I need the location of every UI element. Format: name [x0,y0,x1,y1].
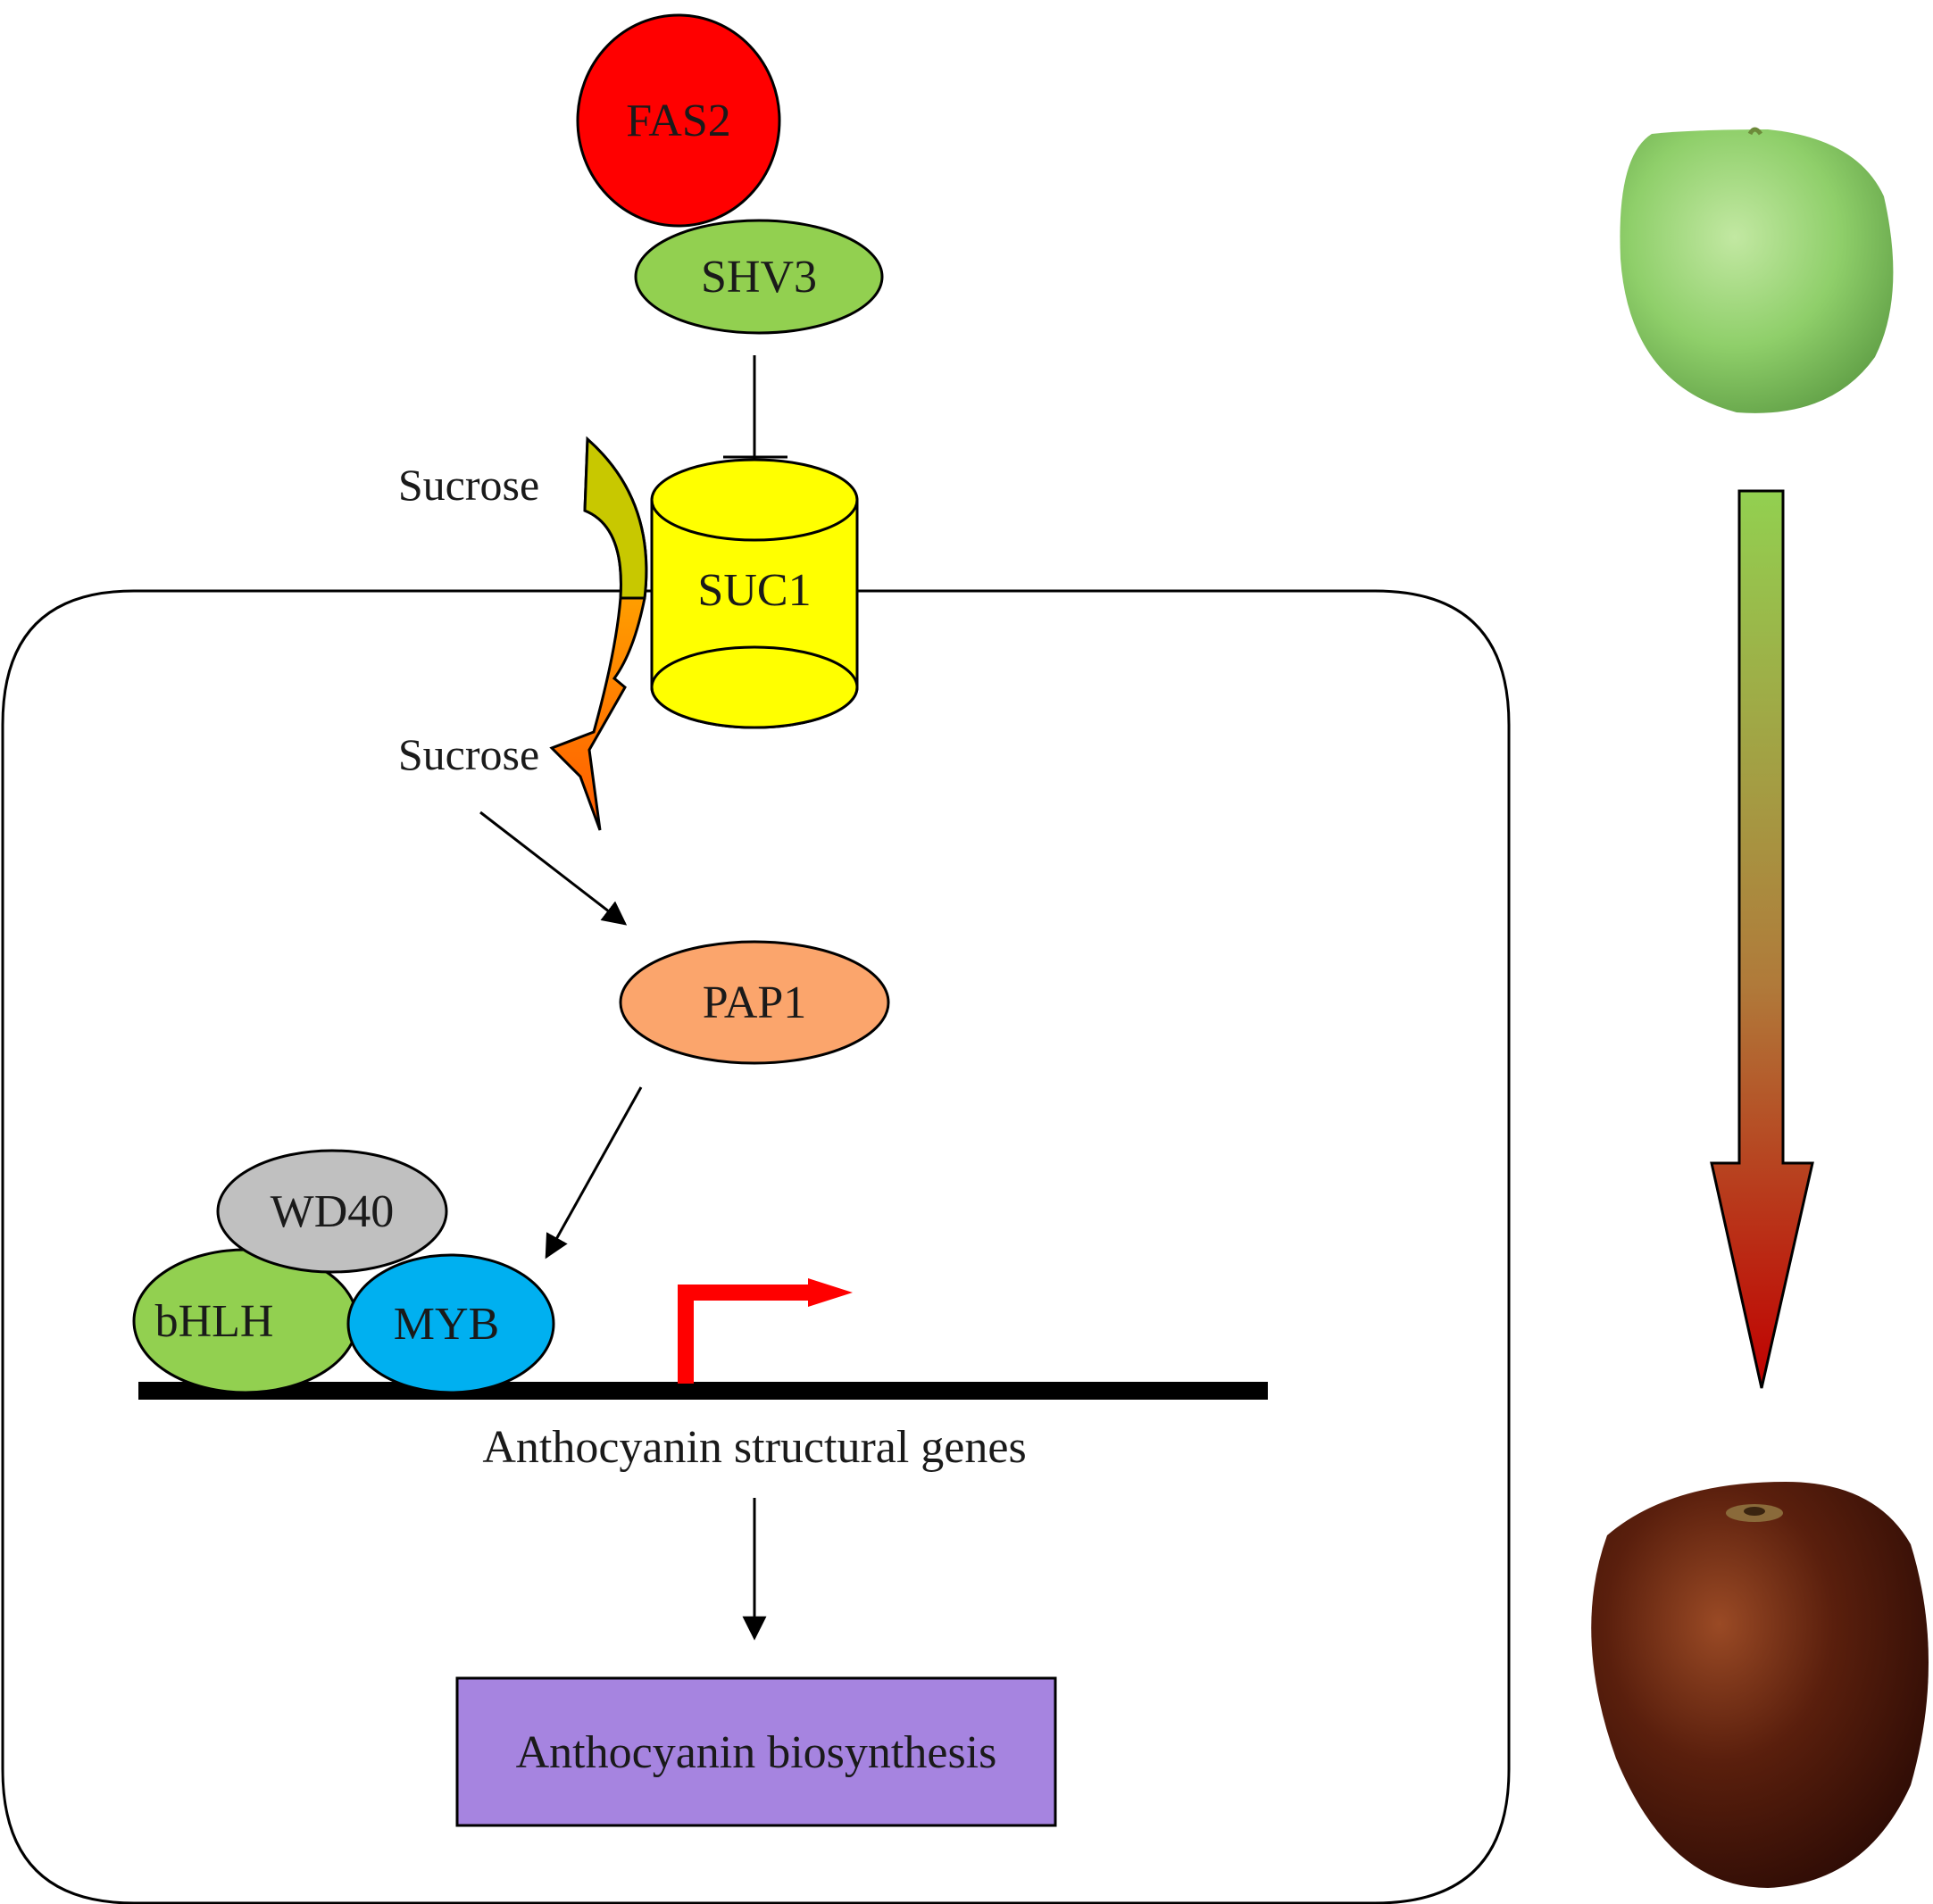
myb-label: MYB [394,1299,499,1350]
shv3-node: SHV3 [634,219,884,335]
bhlh-label: bHLH [155,1296,274,1347]
red-apple-photo [1591,1482,1929,1888]
biosynthesis-label: Anthocyanin biosynthesis [516,1727,997,1778]
pap1-label: PAP1 [703,977,807,1028]
sucrose-inside-label: Sucrose [398,729,539,779]
t-bar-inhibition-icon [723,355,787,459]
fas2-node: FAS2 [576,13,781,228]
sucrose-outside-label: Sucrose [398,460,539,510]
suc1-label: SUC1 [697,565,811,616]
promoter-arrow-icon [678,1278,853,1384]
pap1-node: PAP1 [619,940,890,1065]
pap1-to-myb-arrow [545,1086,643,1260]
myb-node: MYB [346,1253,555,1394]
sucrose-to-pap1-arrow [479,811,628,926]
curved-arrow-icon [549,436,648,831]
wd40-label: WD40 [271,1186,395,1237]
fas2-label: FAS2 [626,96,731,146]
cell-membrane [1,589,1511,1904]
cylinder-transporter-icon: SUC1 [650,458,859,729]
genes-label: Anthocyanin structural genes [482,1422,1026,1473]
shv3-label: SHV3 [701,252,817,303]
biosynthesis-box: Anthocyanin biosynthesis [455,1676,1057,1827]
gradient-down-arrow-icon [1710,489,1814,1389]
green-apple-photo [1620,127,1894,413]
wd40-node: WD40 [216,1149,448,1274]
